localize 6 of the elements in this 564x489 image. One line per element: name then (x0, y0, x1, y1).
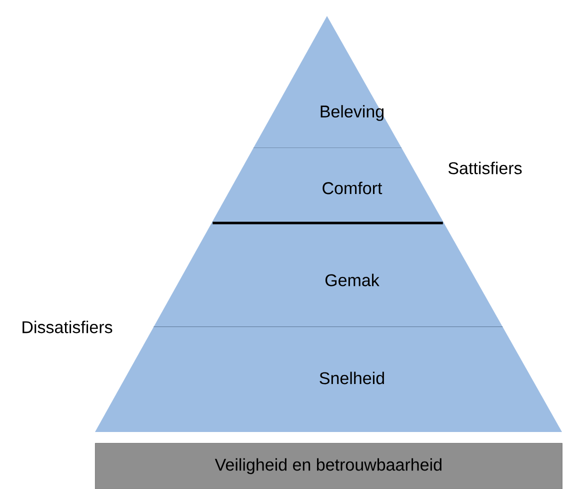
side-label: Sattisfiers (448, 162, 522, 174)
node-label: Snelheid (320, 372, 384, 384)
base-bar: Veiligheid en betrouwbaarheid (95, 442, 562, 489)
node-label: Comfort (322, 182, 382, 194)
pyramid-layer: Beleving (253, 16, 402, 148)
pyramid-layer: Comfort (212, 148, 444, 223)
